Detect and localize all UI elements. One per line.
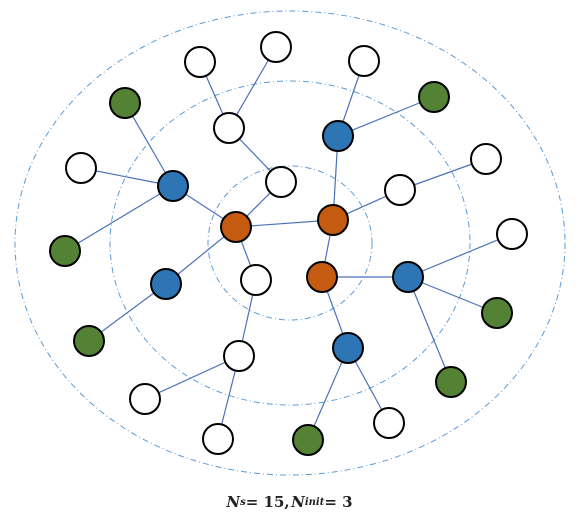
white-node	[240, 264, 272, 296]
white-node	[260, 31, 292, 63]
concentric-rings	[14, 10, 566, 476]
green-node	[109, 87, 141, 119]
white-node	[373, 407, 405, 439]
white-node	[213, 112, 245, 144]
green-node	[435, 366, 467, 398]
edge-b4-w9	[407, 233, 513, 278]
ring-inner	[207, 165, 373, 321]
white-node	[348, 45, 380, 77]
orange-node	[317, 204, 349, 236]
white-node	[129, 383, 161, 415]
ns-symbol: N	[226, 493, 241, 511]
edge-w11-w12	[144, 355, 240, 400]
nodes	[49, 31, 528, 456]
blue-node	[322, 120, 354, 152]
green-node	[49, 235, 81, 267]
ns-subscript: s	[240, 496, 246, 508]
blue-node	[332, 332, 364, 364]
green-node	[73, 325, 105, 357]
ninit-subscript: init	[304, 496, 325, 508]
ring-middle	[109, 80, 471, 406]
white-node	[184, 46, 216, 78]
orange-node	[220, 211, 252, 243]
green-node	[292, 424, 324, 456]
blue-node	[150, 268, 182, 300]
ninit-value: = 3	[324, 493, 353, 511]
ns-value: = 15,	[245, 493, 290, 511]
white-node	[265, 166, 297, 198]
white-node	[496, 218, 528, 250]
white-node	[202, 423, 234, 455]
orange-node	[306, 261, 338, 293]
blue-node	[157, 170, 189, 202]
edge-b4-g6	[407, 276, 452, 383]
edge-b1-g3	[64, 185, 174, 252]
blue-node	[392, 261, 424, 293]
edge-o1-o2	[235, 219, 334, 228]
white-node	[384, 174, 416, 206]
green-node	[418, 81, 450, 113]
ninit-symbol: N	[291, 493, 305, 511]
white-node	[470, 143, 502, 175]
green-node	[481, 297, 513, 329]
edge-b2-g2	[337, 96, 435, 137]
ring-outer	[14, 10, 566, 476]
white-node	[65, 152, 97, 184]
edge-b5-g7	[307, 347, 349, 441]
edge-b4-g5	[407, 276, 498, 314]
white-node	[223, 340, 255, 372]
